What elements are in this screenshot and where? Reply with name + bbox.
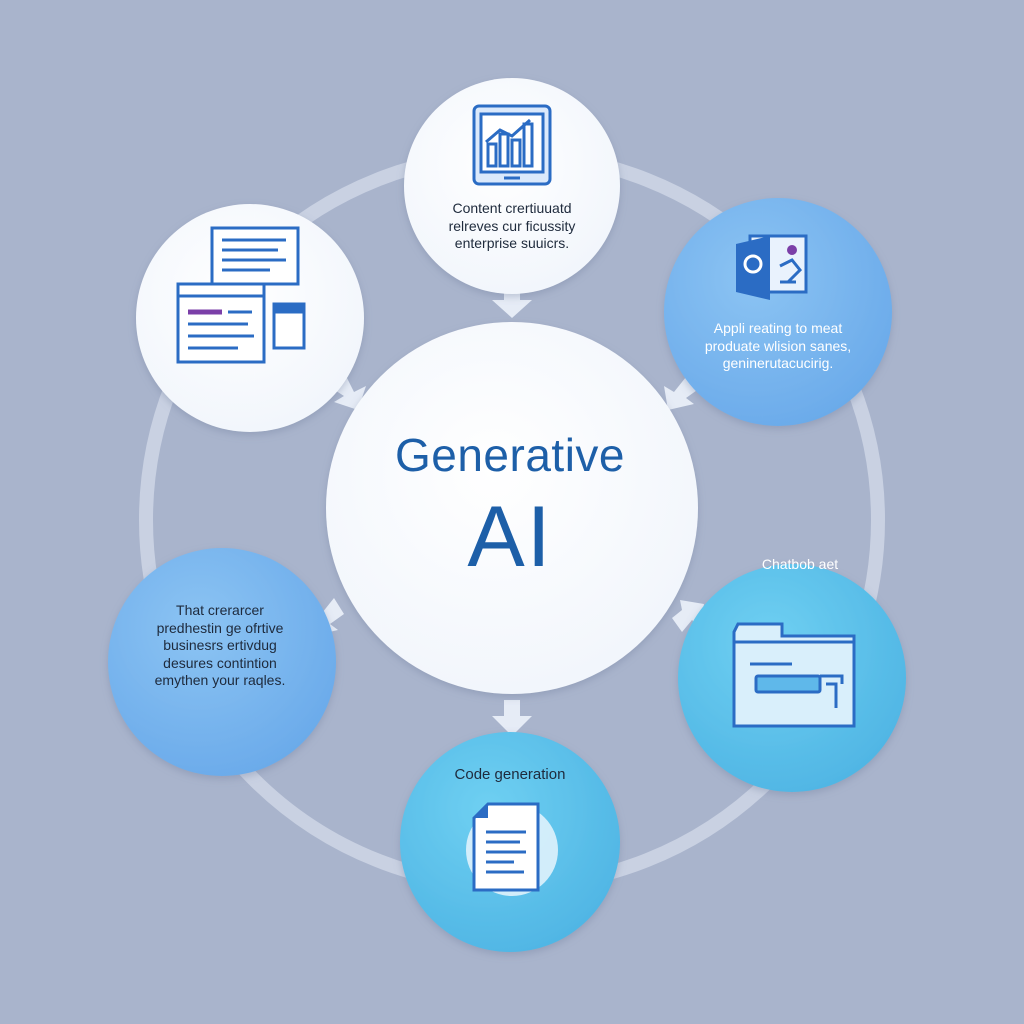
node-top-right-text: Appli reating to meat produate wlision s… <box>688 320 868 373</box>
node-top <box>404 78 620 294</box>
hub-subtitle: AI <box>467 489 553 585</box>
hub-title: Generative <box>394 429 625 481</box>
node-bottom-left-line-3: businesrs ertivdug <box>163 637 277 653</box>
node-top-line-3: enterprise suuicrs. <box>454 235 570 251</box>
node-top-right <box>664 198 892 426</box>
node-top-right-line-3: geninerutacucirig. <box>722 355 834 371</box>
node-bottom-left <box>108 548 336 776</box>
node-top-right-line-2: produate wlision sanes, <box>704 337 852 354</box>
node-bottom-right-caption: Chatbob aet <box>761 556 839 572</box>
documents-icon <box>176 226 306 364</box>
node-top-line-2: relreves cur ficussity <box>448 217 576 234</box>
code-document-icon <box>466 802 558 896</box>
node-bottom-left-text: That crerarcer predhestin ge ofrtive bus… <box>122 602 318 690</box>
analytics-tablet-icon <box>472 104 552 186</box>
app-window-icon <box>736 234 808 300</box>
node-bottom-caption: Code generation <box>454 766 566 783</box>
node-bottom-left-line-5: emythen your raqles. <box>154 672 286 688</box>
node-bottom-left-line-2: predhestin ge ofrtive <box>156 619 284 636</box>
chatbot-window-icon <box>732 622 856 728</box>
node-bottom-left-line-1: That crerarcer <box>176 602 264 618</box>
arrow-top <box>492 285 532 318</box>
node-top-text: Content crertiuuatd relreves cur ficussi… <box>420 200 604 253</box>
node-bottom-left-line-4: desures contintion <box>163 654 277 671</box>
hub-circle <box>326 322 698 694</box>
node-top-line-1: Content crertiuuatd <box>452 200 572 216</box>
node-top-right-line-1: Appli reating to meat <box>713 320 843 336</box>
arrow-bottom <box>492 700 532 736</box>
